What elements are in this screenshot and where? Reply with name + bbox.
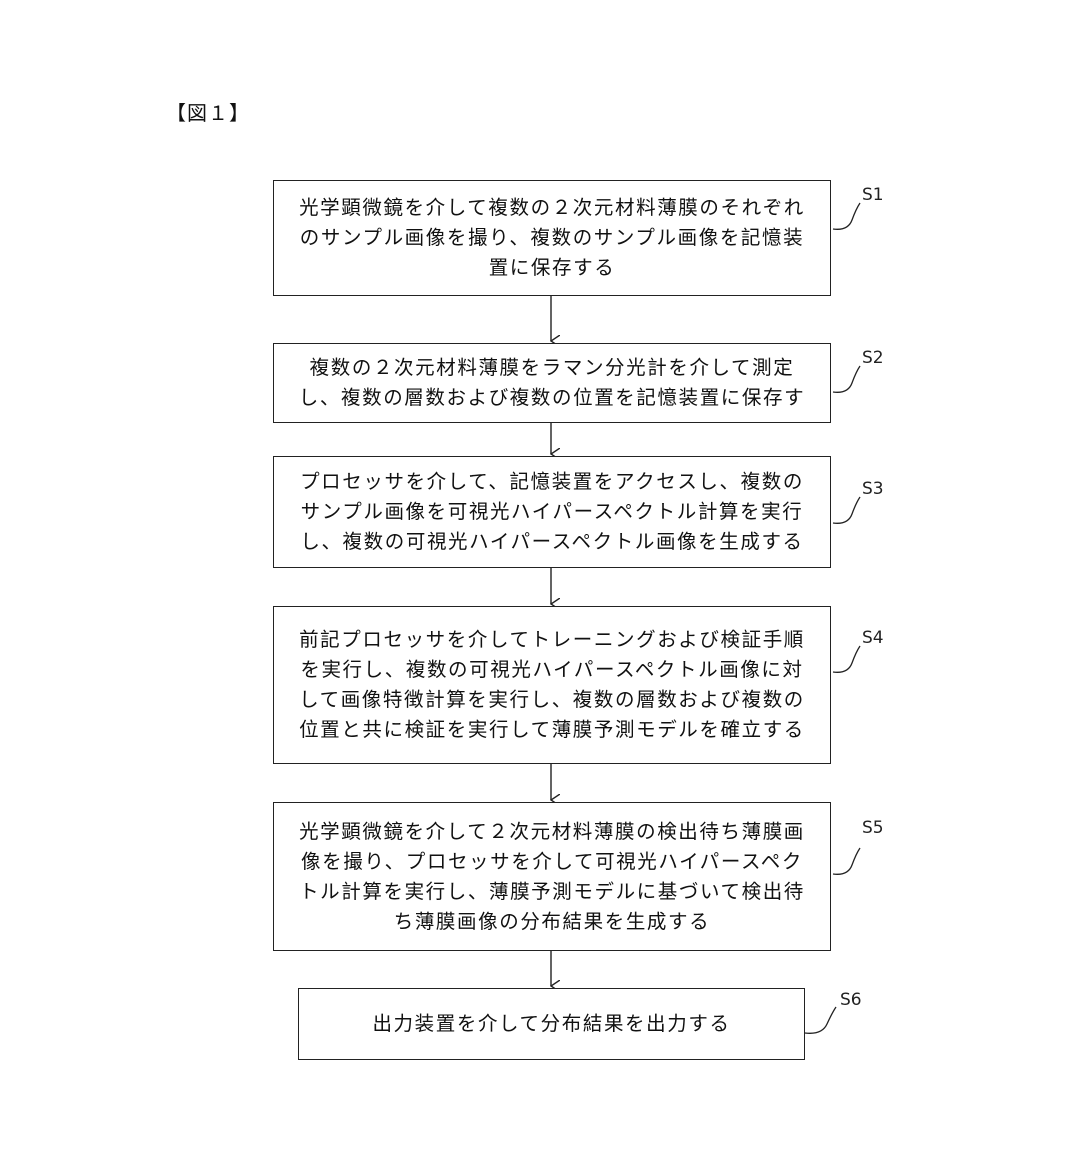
step-text-s4: 前記プロセッサを介してトレーニングおよび検証手順 を実行し、複数の可視光ハイパー… <box>299 628 805 741</box>
step-box-s6: 出力装置を介して分布結果を出力する <box>298 988 805 1060</box>
figure-label: 【図１】 <box>166 101 250 125</box>
leader-s4 <box>832 645 861 673</box>
leader-s2 <box>832 365 861 393</box>
step-text-s1: 光学顕微鏡を介して複数の２次元材料薄膜のそれぞれ のサンプル画像を撮り、複数のサ… <box>299 196 805 279</box>
step-text-s3: プロセッサを介して、記憶装置をアクセスし、複数の サンプル画像を可視光ハイパース… <box>300 470 804 553</box>
step-box-s1: 光学顕微鏡を介して複数の２次元材料薄膜のそれぞれ のサンプル画像を撮り、複数のサ… <box>273 180 831 296</box>
step-text-s5: 光学顕微鏡を介して２次元材料薄膜の検出待ち薄膜画 像を撮り、プロセッサを介して可… <box>299 819 805 933</box>
step-text-s6: 出力装置を介して分布結果を出力する <box>372 1012 731 1035</box>
leader-s5 <box>832 847 861 875</box>
step-id-s1: S1 <box>862 185 884 205</box>
leader-s3 <box>832 496 861 524</box>
step-text-s2: 複数の２次元材料薄膜をラマン分光計を介して測定 し、複数の層数および複数の位置を… <box>298 356 806 409</box>
step-box-s4: 前記プロセッサを介してトレーニングおよび検証手順 を実行し、複数の可視光ハイパー… <box>273 606 831 764</box>
leader-s6 <box>804 1006 837 1034</box>
step-id-s5: S5 <box>862 818 884 838</box>
step-id-s2: S2 <box>862 348 884 368</box>
step-id-s4: S4 <box>862 628 884 648</box>
leader-s1 <box>832 202 861 230</box>
step-id-s6: S6 <box>840 990 862 1010</box>
step-box-s5: 光学顕微鏡を介して２次元材料薄膜の検出待ち薄膜画 像を撮り、プロセッサを介して可… <box>273 802 831 951</box>
step-box-s2: 複数の２次元材料薄膜をラマン分光計を介して測定 し、複数の層数および複数の位置を… <box>273 343 831 423</box>
step-id-s3: S3 <box>862 479 884 499</box>
step-box-s3: プロセッサを介して、記憶装置をアクセスし、複数の サンプル画像を可視光ハイパース… <box>273 456 831 568</box>
